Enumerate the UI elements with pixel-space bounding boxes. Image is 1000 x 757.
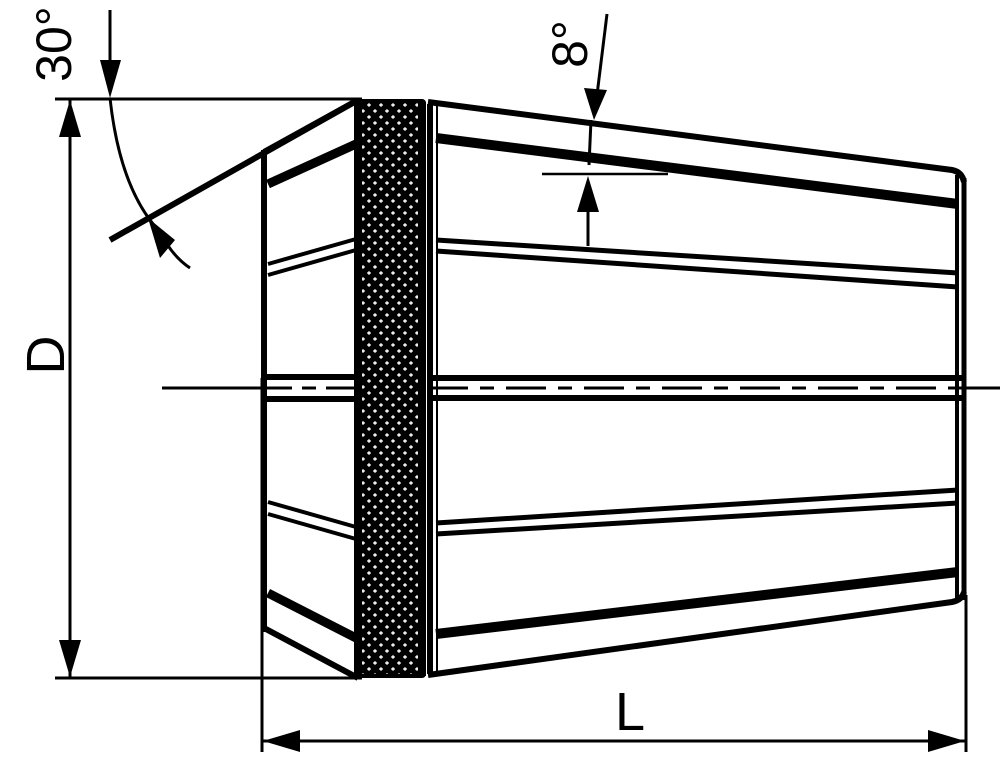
arrow-left-icon (263, 730, 300, 752)
arrow-up-icon (577, 176, 599, 212)
arrow-down-icon (100, 60, 121, 98)
angle-8-label: 8° (542, 20, 598, 68)
arrow-down-icon (584, 88, 607, 120)
dimension-8deg (542, 13, 668, 246)
arrow-up-icon (148, 218, 175, 258)
knurled-collar (354, 99, 426, 678)
arrow-up-icon (59, 100, 81, 137)
diameter-label: D (16, 335, 76, 375)
dimension-30deg (100, 10, 360, 270)
arrow-down-icon (59, 640, 81, 677)
front-taper-section (427, 99, 967, 678)
rear-cone-section (261, 97, 360, 681)
arrow-right-icon (928, 730, 965, 752)
length-label: L (614, 682, 646, 742)
dimension-d (55, 97, 362, 680)
angle-30-label: 30° (26, 6, 82, 82)
